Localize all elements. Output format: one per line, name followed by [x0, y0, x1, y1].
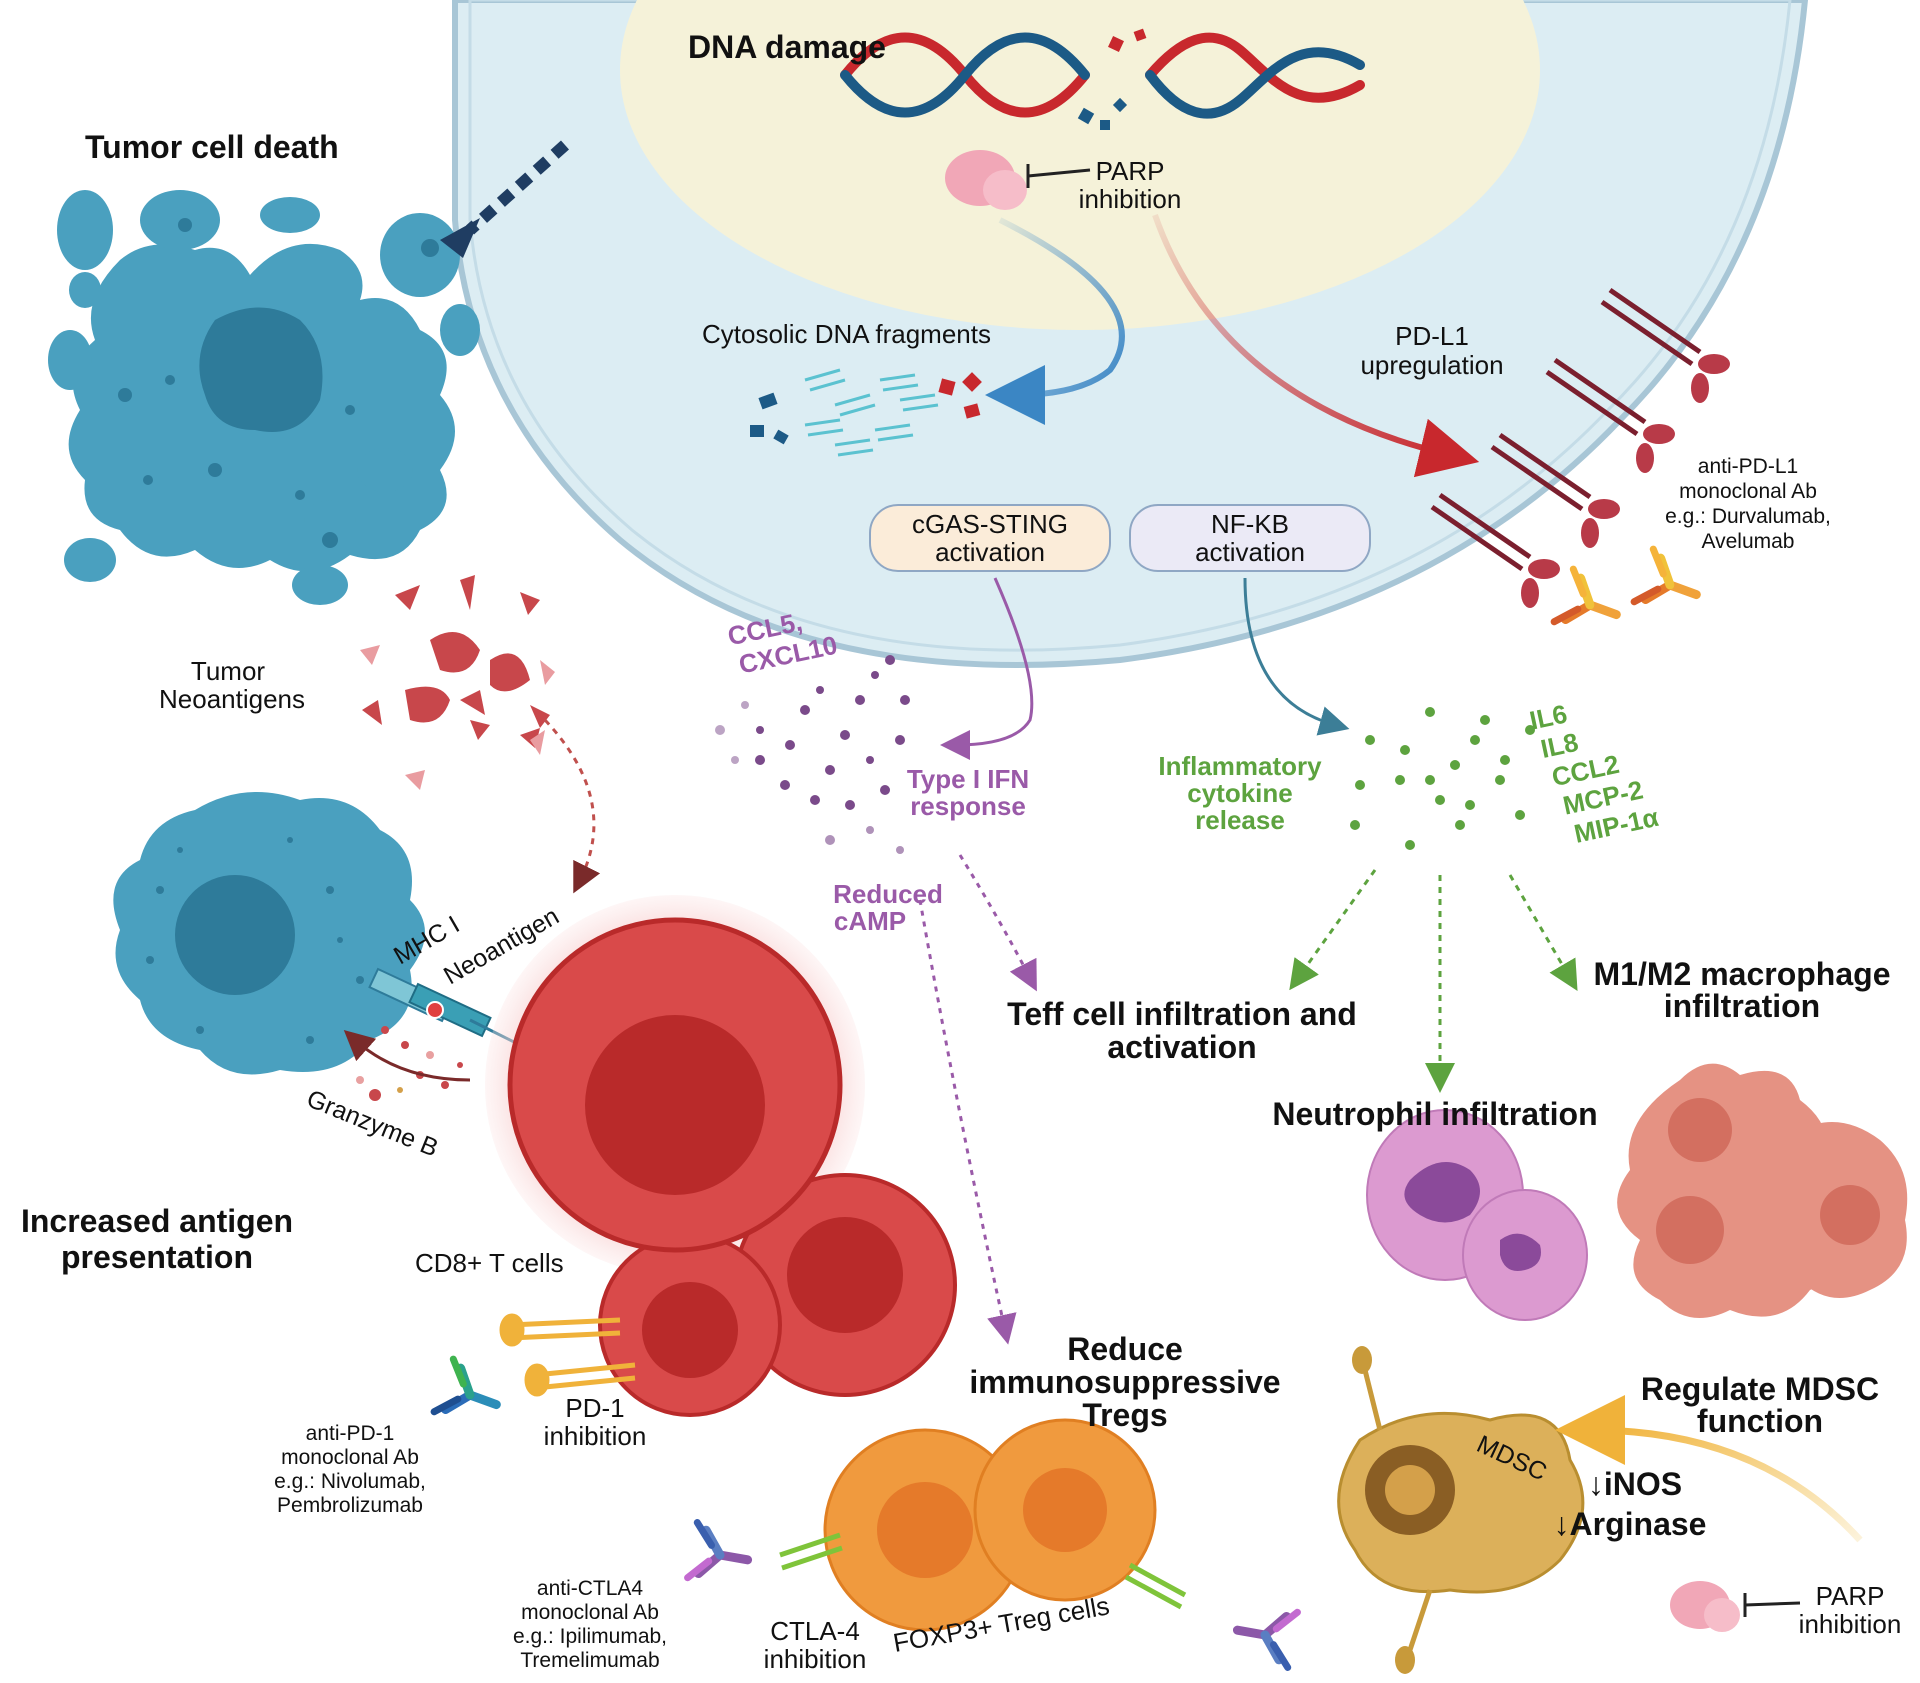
label-pdl1-up-1: PD-L1	[1395, 321, 1469, 351]
label-teff-1: Teff cell infiltration and	[1007, 996, 1357, 1032]
arrow-pdl1	[1152, 214, 1480, 478]
nfkb-box	[1129, 504, 1371, 572]
label-teff-2: activation	[1107, 1029, 1256, 1065]
label-anti-pdl1-1: anti-PD-L1	[1698, 455, 1798, 478]
label-parp-bottom-2: inhibition	[1799, 1609, 1902, 1639]
label-tumor-cell-death: Tumor cell death	[85, 129, 339, 165]
label-anti-ctla4-3: e.g.: Ipilimumab,	[513, 1625, 667, 1648]
label-ctla4-1: CTLA-4	[770, 1616, 860, 1646]
macrophage-cells	[1617, 1063, 1908, 1318]
neutrophil-cells	[1366, 1109, 1588, 1321]
arrow-type1	[940, 577, 1034, 760]
arrow-teff	[958, 854, 1037, 992]
label-increased-1: Increased antigen	[21, 1203, 293, 1239]
label-pd1-1: PD-1	[565, 1393, 624, 1423]
label-nfkb-2: activation	[1195, 537, 1305, 567]
pd1-receptors-icon	[499, 1313, 636, 1397]
label-inflammatory-2: cytokine	[1187, 778, 1293, 808]
label-anti-pdl1-2: monoclonal Ab	[1679, 480, 1817, 503]
label-m1m2-2: infiltration	[1664, 988, 1820, 1024]
label-tumor-neo-2: Neoantigens	[159, 684, 305, 714]
label-reduced-camp-2: cAMP	[834, 906, 906, 936]
cd8-t-cells	[485, 895, 957, 1417]
mdsc-cell	[1337, 1346, 1585, 1674]
arrow-tregs	[918, 899, 1017, 1345]
label-parp-top-2: inhibition	[1079, 184, 1182, 214]
parp-protein-bottom-icon	[1670, 1581, 1801, 1632]
label-ctla4-2: inhibition	[764, 1644, 867, 1674]
cytokine-dots	[1350, 707, 1535, 850]
label-cytosolic: Cytosolic DNA fragments	[702, 319, 991, 349]
chemokine-dots	[715, 655, 910, 854]
arrow-mdsc	[1555, 1395, 1863, 1543]
arrow-teff-green	[1289, 869, 1377, 991]
arrow-cytosolic	[985, 217, 1125, 425]
label-neutrophil: Neutrophil infiltration	[1272, 1096, 1597, 1132]
label-parp-bottom-1: PARP	[1816, 1581, 1885, 1611]
anti-pd1-antibody-icon	[434, 1359, 506, 1431]
anti-pdl1-antibody-icon	[1554, 549, 1706, 641]
treg-cells	[823, 1418, 1157, 1632]
dna-fragments-icon	[750, 368, 982, 457]
antigen-presenting-cell	[113, 792, 425, 1075]
arrow-inflammatory	[1243, 577, 1350, 736]
label-inflammatory-1: Inflammatory	[1158, 751, 1322, 781]
label-anti-pd1-3: e.g.: Nivolumab,	[274, 1470, 426, 1493]
label-reduce-tregs-3: Tregs	[1082, 1397, 1167, 1433]
label-pdl1-up-2: upregulation	[1360, 350, 1503, 380]
label-anti-pd1-2: monoclonal Ab	[281, 1446, 419, 1469]
mhc-tcr-complex	[368, 967, 521, 1047]
dying-tumor-cell	[48, 190, 480, 605]
arrow-macrophage	[1508, 874, 1578, 991]
label-anti-pdl1-3: e.g.: Durvalumab,	[1665, 505, 1831, 528]
label-tumor-neo-1: Tumor	[191, 656, 265, 686]
label-anti-pd1-1: anti-PD-1	[306, 1422, 395, 1445]
arrow-granzyme	[343, 1030, 471, 1082]
granzyme-dots	[356, 1026, 463, 1101]
tumor-cell-large	[452, 0, 1809, 668]
label-type1-1: Type I IFN	[907, 764, 1029, 794]
label-anti-pd1-4: Pembrolizumab	[277, 1494, 423, 1517]
parp-protein-icon	[945, 150, 1091, 210]
label-regulate-mdsc-1: Regulate MDSC	[1641, 1371, 1879, 1407]
label-inos: ↓iNOS	[1588, 1466, 1682, 1502]
label-type1-2: response	[910, 791, 1026, 821]
label-reduce-tregs-1: Reduce	[1067, 1331, 1183, 1367]
label-increased-2: presentation	[61, 1239, 253, 1275]
label-arginase: ↓Arginase	[1554, 1506, 1707, 1542]
label-anti-pdl1-4: Avelumab	[1701, 530, 1794, 553]
ctla4-receptors-icon	[779, 1532, 1187, 1610]
label-anti-ctla4-1: anti-CTLA4	[537, 1577, 644, 1600]
label-reduced-camp-1: Reduced	[833, 879, 943, 909]
label-parp-top-1: PARP	[1096, 156, 1165, 186]
label-pd1-2: inhibition	[544, 1421, 647, 1451]
label-regulate-mdsc-2: function	[1697, 1403, 1823, 1439]
label-m1m2-1: M1/M2 macrophage	[1594, 956, 1891, 992]
label-anti-ctla4-2: monoclonal Ab	[521, 1601, 659, 1624]
dna-helix-icon	[840, 28, 1365, 130]
label-inflammatory-3: release	[1195, 805, 1285, 835]
arrow-neoantigen	[543, 718, 601, 894]
label-cgas-2: activation	[935, 537, 1045, 567]
label-dna-damage: DNA damage	[688, 29, 886, 65]
label-nfkb-1: NF-KB	[1211, 509, 1289, 539]
label-reduce-tregs-2: immunosuppressive	[969, 1364, 1280, 1400]
label-cgas-1: cGAS-STING	[912, 509, 1068, 539]
label-cd8: CD8+ T cells	[415, 1248, 564, 1278]
arrow-cell-death	[465, 140, 570, 235]
label-anti-ctla4-4: Tremelimumab	[520, 1649, 659, 1672]
cgas-sting-box	[869, 504, 1111, 572]
neoantigens-icon	[360, 575, 555, 790]
